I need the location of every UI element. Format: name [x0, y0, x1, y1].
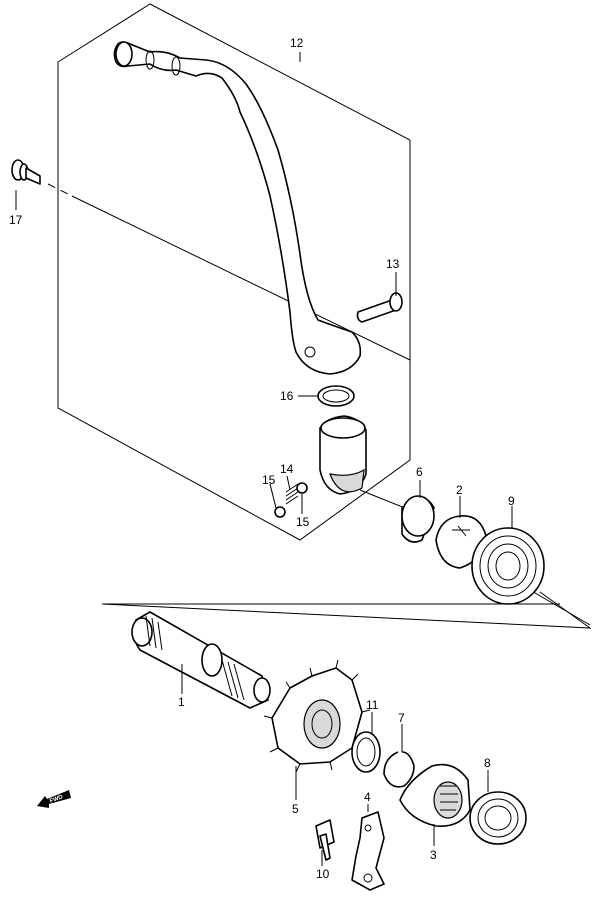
callout-17: 17 [9, 213, 23, 227]
callout-2: 2 [456, 483, 463, 497]
circlip-7 [383, 751, 415, 788]
kick-shaft-1 [131, 611, 271, 709]
plate-4 [351, 811, 385, 891]
ratchet-3 [399, 763, 471, 827]
callout-15a: 15 [262, 473, 276, 487]
ball-15a [274, 506, 286, 518]
upper-assembly-frame [57, 3, 411, 541]
fwd-arrow: FWD [35, 788, 73, 810]
callout-10: 10 [316, 867, 330, 881]
callout-6: 6 [416, 465, 423, 479]
callout-11: 11 [366, 698, 379, 712]
callout-4: 4 [364, 790, 371, 804]
callout-7: 7 [398, 711, 405, 725]
leader-lines [15, 52, 513, 866]
callout-9: 9 [508, 494, 515, 508]
callout-8: 8 [484, 756, 491, 770]
spring-14 [285, 483, 299, 505]
callout-15b: 15 [296, 515, 310, 529]
callout-13: 13 [386, 257, 400, 271]
ball-15b [296, 482, 308, 494]
spring-8 [469, 791, 527, 845]
callout-5: 5 [292, 802, 299, 816]
callout-16: 16 [280, 389, 294, 403]
callout-14: 14 [280, 462, 294, 476]
bolt-13 [356, 292, 403, 323]
kick-lever [113, 41, 362, 375]
callout-3: 3 [430, 848, 437, 862]
washer-11 [351, 731, 381, 773]
kick-shaft-housing [319, 415, 367, 495]
gear-5 [263, 659, 371, 773]
callout-1: 1 [178, 695, 185, 709]
fwd-label: FWD [49, 794, 65, 805]
bushing-6 [401, 495, 435, 543]
callout-12: 12 [290, 36, 304, 50]
bolt-17 [11, 159, 41, 185]
spring-9 [471, 527, 545, 605]
bolt-10 [315, 819, 335, 861]
